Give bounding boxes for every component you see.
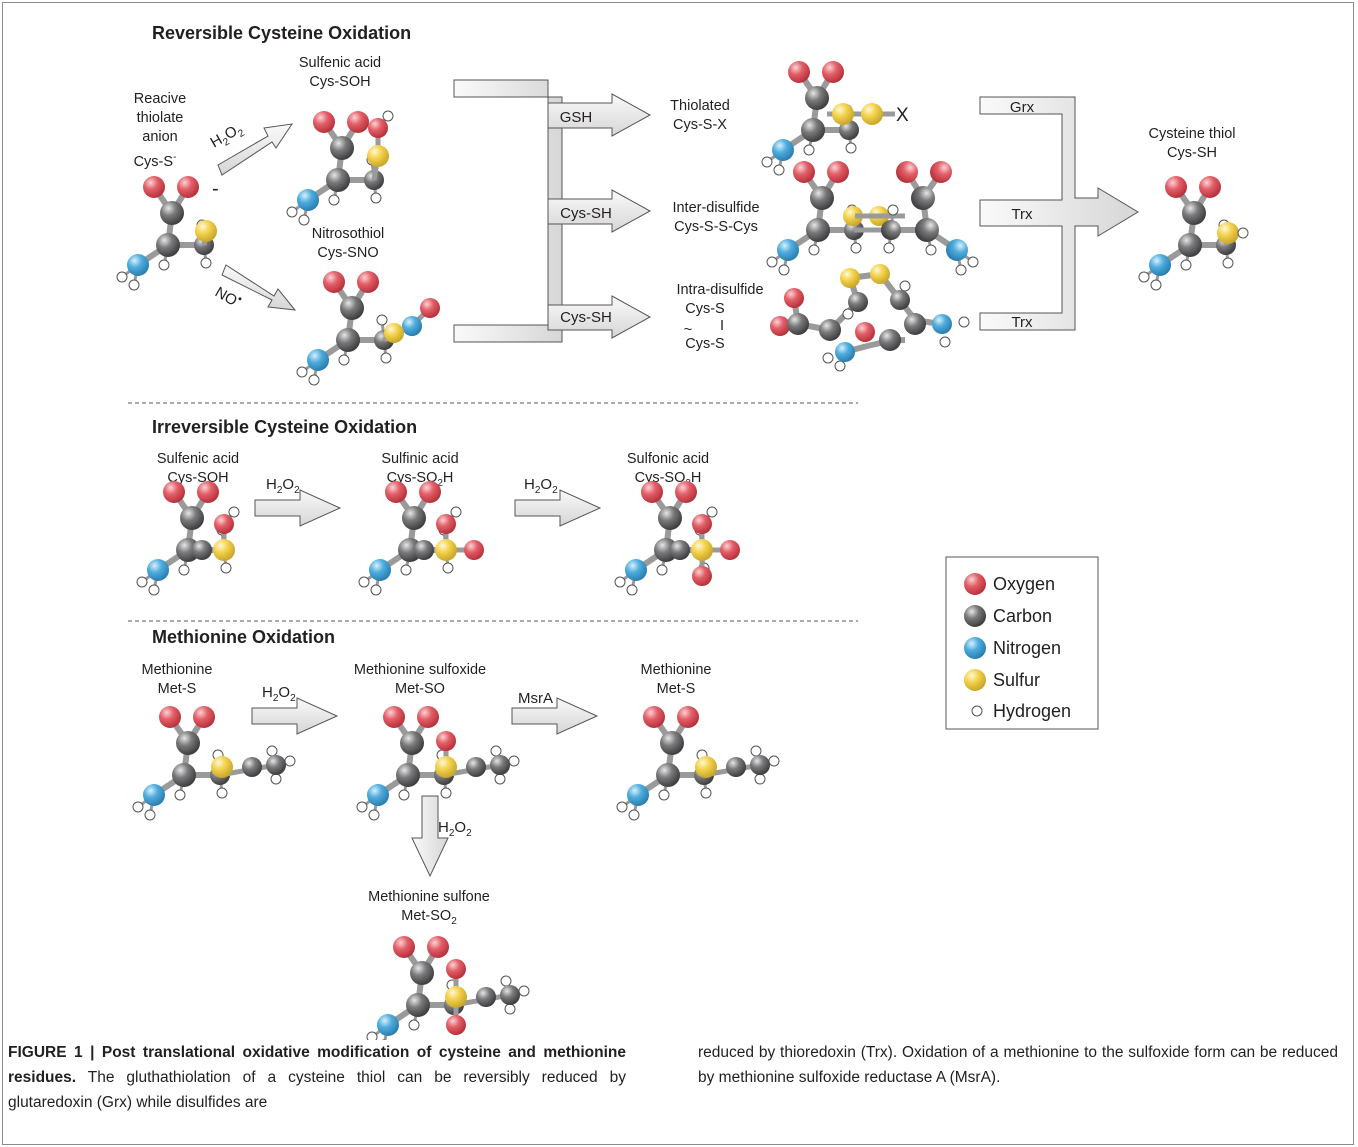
figure-caption: FIGURE 1 | Post translational oxidative …: [8, 1040, 1348, 1144]
thiolate-label-1: Reacive: [134, 91, 186, 107]
molecule-nitrosothiol: [297, 271, 440, 385]
irr-sulfenic-label-1: Sulfenic acid: [157, 451, 239, 467]
molecule-intra-disulfide: [770, 264, 970, 372]
section-title-methionine: Methionine Oxidation: [152, 627, 335, 647]
thiolate-charge: -: [212, 178, 219, 200]
h2o2-met-2: H2O2: [438, 819, 472, 839]
legend-item-carbon: Carbon: [964, 605, 1052, 627]
legend: Oxygen Carbon Nitrogen Sulfur Hydrogen: [945, 556, 1099, 730]
sulfone-label-1: Methionine sulfone: [368, 889, 490, 905]
msra-label: MsrA: [518, 690, 553, 707]
molecule-sulfonic: [615, 481, 740, 595]
arrow-h2o2-met-1: [251, 697, 339, 735]
legend-label-sulfur: Sulfur: [993, 670, 1040, 690]
legend-swatch-oxygen: [964, 573, 986, 595]
arrow-h2o2-irr-2: [514, 489, 602, 527]
nitrosothiol-label-2: Cys-SNO: [317, 245, 378, 261]
met-label-1: Methionine: [142, 662, 213, 678]
thiolated-x: X: [896, 105, 909, 126]
sulfoxide-label-1: Methionine sulfoxide: [354, 662, 486, 678]
caption-right-column: reduced by thioredoxin (Trx). Oxidation …: [698, 1040, 1338, 1090]
met-reduced-label-2: Met-S: [657, 681, 696, 697]
thiolate-formula: Cys-S-: [134, 152, 177, 170]
met-reduced-label-1: Methionine: [641, 662, 712, 678]
bracket-connector: [453, 79, 652, 343]
thiolated-label-2: Cys-S-X: [673, 117, 727, 133]
sulfenic-label-2: Cys-SOH: [309, 74, 370, 90]
legend-swatch-sulfur: [964, 669, 986, 691]
legend-swatch-carbon: [964, 605, 986, 627]
inter-label-1: Inter-disulfide: [672, 200, 759, 216]
thiolate-label-3: anion: [142, 129, 177, 145]
intra-bar: I: [720, 318, 724, 334]
sulfenic-label-1: Sulfenic acid: [299, 55, 381, 71]
legend-item-hydrogen: Hydrogen: [971, 701, 1071, 721]
thiolated-label-1: Thiolated: [670, 98, 730, 114]
nitrosothiol-label-1: Nitrosothiol: [312, 226, 385, 242]
caption-right-text: reduced by thioredoxin (Trx). Oxidation …: [698, 1044, 1338, 1086]
intra-tilde: ~: [684, 322, 692, 338]
gsh-label: GSH: [560, 109, 593, 126]
no-label: NO•: [212, 282, 244, 312]
sulfinic-label-1: Sulfinic acid: [381, 451, 458, 467]
molecule-methionine: [133, 706, 296, 820]
met-label-2: Met-S: [158, 681, 197, 697]
h2o2-irr-2: H2O2: [524, 476, 558, 496]
arrow-h2o2-met-2: [411, 795, 449, 878]
arrow-h2o2-reversible: [217, 123, 294, 176]
caption-title: FIGURE 1 | Post translational oxidative …: [8, 1044, 626, 1086]
legend-item-oxygen: Oxygen: [964, 573, 1055, 595]
sulfonic-label-1: Sulfonic acid: [627, 451, 709, 467]
molecule-methionine-sulfoxide: [357, 706, 520, 820]
legend-label-hydrogen: Hydrogen: [993, 701, 1071, 721]
intra-label-3: Cys-S: [685, 336, 724, 352]
molecule-sulfinic: [359, 481, 484, 595]
legend-item-sulfur: Sulfur: [964, 669, 1040, 691]
section-title-irreversible: Irreversible Cysteine Oxidation: [152, 417, 417, 437]
molecule-irr-sulfenic: [137, 481, 240, 595]
legend-label-carbon: Carbon: [993, 606, 1052, 626]
h2o2-met-1: H2O2: [262, 684, 296, 704]
cysteine-thiol-label-1: Cysteine thiol: [1148, 126, 1235, 142]
molecule-methionine-sulfone: [367, 936, 530, 1040]
molecule-inter-disulfide: [767, 161, 978, 275]
intra-label-2: Cys-S: [685, 301, 724, 317]
legend-label-nitrogen: Nitrogen: [993, 638, 1061, 658]
trx-label-1: Trx: [1011, 206, 1033, 223]
molecule-methionine-reduced: [617, 706, 780, 820]
caption-left-column: FIGURE 1 | Post translational oxidative …: [8, 1040, 626, 1115]
thiolated-sulfur-chain: [827, 103, 890, 125]
molecule-sulfenic-acid: [287, 111, 394, 225]
cysteine-thiol-label-2: Cys-SH: [1167, 145, 1217, 161]
cyssh-label-2: Cys-SH: [560, 309, 612, 326]
legend-label-oxygen: Oxygen: [993, 574, 1055, 594]
inter-label-2: Cys-S-S-Cys: [674, 219, 758, 235]
irr-sulfenic-label-2: Cys-SOH: [167, 470, 228, 486]
arrow-msra: [511, 697, 599, 735]
intra-label-1: Intra-disulfide: [676, 282, 763, 298]
h2o2-irr-1: H2O2: [266, 476, 300, 496]
legend-swatch-hydrogen: [971, 705, 983, 717]
grx-label: Grx: [1010, 99, 1035, 116]
legend-swatch-nitrogen: [964, 637, 986, 659]
cyssh-label-1: Cys-SH: [560, 205, 612, 222]
trx-label-2: Trx: [1011, 314, 1033, 331]
section-title-reversible: Reversible Cysteine Oxidation: [152, 23, 411, 43]
thiolate-label-2: thiolate: [137, 110, 184, 126]
molecule-cysteine-thiol: [1139, 176, 1249, 290]
arrow-h2o2-irr-1: [254, 489, 342, 527]
reduction-arrows: [979, 96, 1139, 331]
oxidation-diagram: Reversible Cysteine Oxidation Reacive th…: [0, 23, 1249, 1040]
sulfone-label-2: Met-SO2: [401, 908, 457, 927]
sulfoxide-label-2: Met-SO: [395, 681, 445, 697]
h2o2-label-reversible: H2O2: [208, 120, 248, 154]
arrow-no: [221, 264, 297, 311]
legend-item-nitrogen: Nitrogen: [964, 637, 1061, 659]
caption-left-text: The gluthathiolation of a cysteine thiol…: [8, 1069, 626, 1111]
molecule-thiolate: [117, 176, 217, 290]
